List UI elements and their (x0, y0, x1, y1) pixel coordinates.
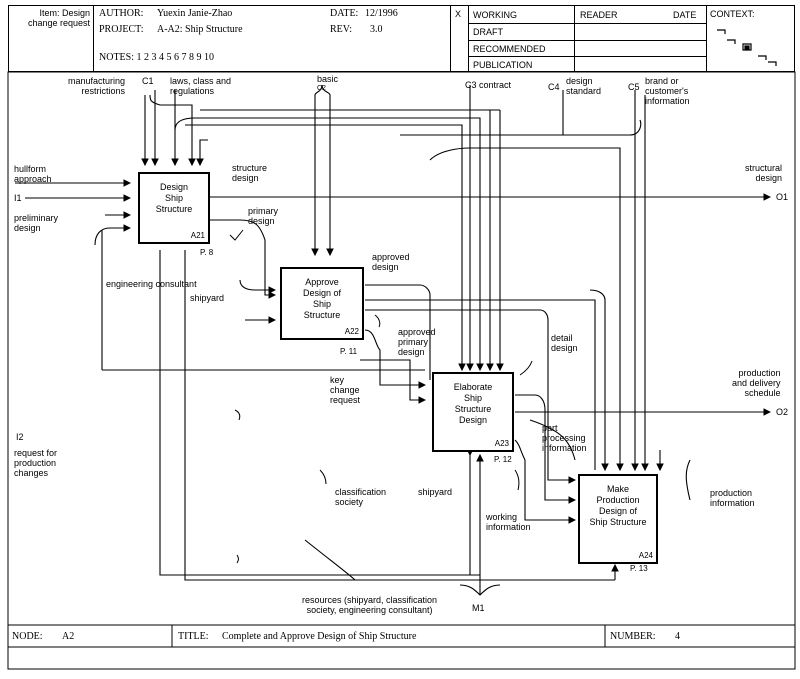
label-working-info: working information (486, 512, 531, 532)
page-ref-a22: P. 11 (340, 347, 358, 356)
label-structure-design: structure design (232, 163, 268, 183)
label-o1: O1 (776, 192, 789, 202)
status-working: WORKING (473, 10, 517, 20)
label-detail-design: detail design (551, 333, 578, 353)
label-o2: O2 (776, 407, 789, 417)
context-label: CONTEXT: (710, 9, 755, 19)
label-approved-primary: approved primary design (398, 327, 436, 357)
footer-node-label: NODE: (12, 631, 43, 642)
activity-box-a21[interactable]: Design Ship Structure A21 (138, 172, 210, 244)
footer-title-label: TITLE: (178, 631, 209, 642)
label-i1: I1 (14, 193, 22, 203)
label-classification: classification society (335, 487, 387, 507)
label-shipyard-1: shipyard (190, 293, 225, 303)
activity-box-a24[interactable]: Make Production Design of Ship Structure… (578, 474, 658, 564)
page-ref-a21: P. 8 (200, 248, 214, 257)
header-divider-5 (706, 5, 707, 72)
label-request-changes: request for production changes (14, 448, 58, 478)
label-approved-design: approved design (372, 252, 410, 272)
label-manufacturing: manufacturing restrictions (68, 76, 126, 96)
header-divider-3 (468, 5, 469, 72)
footer-number-value: 4 (675, 631, 680, 642)
activity-number-a24: A24 (638, 551, 653, 560)
label-c2: C2 (317, 85, 326, 92)
status-publication: PUBLICATION (473, 60, 533, 70)
header-divider-4 (574, 5, 575, 72)
header-divider-2 (450, 5, 451, 72)
node-note: Item: Design change request (27, 8, 90, 28)
date2-label: DATE (673, 10, 697, 20)
label-design-standard: design standard (566, 76, 602, 96)
label-primary-design: primary design (248, 206, 279, 226)
status-recommended: RECOMMENDED (473, 44, 546, 54)
label-c3: C3 contract (465, 80, 512, 90)
label-c1: C1 (142, 76, 154, 86)
label-structural-design-out: structural design (745, 163, 783, 183)
status-row-3 (468, 56, 706, 57)
label-laws: laws, class and regulations (170, 76, 232, 96)
label-preliminary: preliminary design (14, 213, 59, 233)
label-hullform: hullform approach (14, 164, 52, 184)
used-at: X (455, 9, 462, 19)
footer-title-value: Complete and Approve Design of Ship Stru… (222, 631, 417, 642)
label-basic: basic (317, 74, 339, 84)
activity-label-a23: Elaborate Ship Structure Design (453, 382, 493, 425)
author-value: Yuexin Janie-Zhao (157, 8, 233, 19)
activity-number-a21: A21 (190, 231, 205, 240)
reader-label: READER (580, 10, 618, 20)
notes: NOTES: 1 2 3 4 5 6 7 8 9 10 (99, 52, 214, 63)
activity-number-a23: A23 (494, 439, 509, 448)
activity-number-a22: A22 (344, 327, 359, 336)
header-divider-1 (93, 5, 94, 72)
page-ref-a24: P. 13 (630, 564, 648, 573)
rev-label: REV: (330, 24, 353, 35)
project-label: PROJECT: (99, 24, 144, 35)
date-label: DATE: (330, 8, 359, 19)
project-value: A-A2: Ship Structure (157, 24, 243, 35)
label-i2: I2 (16, 432, 24, 442)
label-c4: C4 (548, 82, 560, 92)
label-engineering: engineering consultant (106, 279, 197, 289)
label-brand: brand or customer's information (645, 76, 690, 106)
author-label: AUTHOR: (99, 8, 144, 19)
footer-node-value: A2 (62, 631, 75, 642)
footer-number-label: NUMBER: (610, 631, 656, 642)
label-shipyard-2: shipyard (418, 487, 453, 497)
label-m1: M1 (472, 603, 485, 613)
status-row-2 (468, 40, 706, 41)
label-production-info: production information (710, 488, 755, 508)
status-row-1 (468, 23, 706, 24)
label-c5: C5 (628, 82, 640, 92)
activity-box-a23[interactable]: Elaborate Ship Structure Design A23 (432, 372, 514, 452)
label-part-info: part processing information (542, 423, 587, 453)
activity-label-a24: Make Production Design of Ship Structure (589, 484, 647, 527)
label-key-change: key change request (330, 375, 361, 405)
date-value: 12/1996 (365, 8, 398, 19)
label-production-schedule: production and delivery schedule (732, 368, 781, 398)
status-draft: DRAFT (473, 27, 503, 37)
activity-label-a22: Approve Design of Ship Structure (302, 277, 342, 320)
activity-label-a21: Design Ship Structure (155, 182, 193, 214)
label-mechanisms: resources (shipyard, classification soci… (302, 595, 438, 615)
page-ref-a23: P. 12 (494, 455, 512, 464)
activity-box-a22[interactable]: Approve Design of Ship Structure A22 (280, 267, 364, 340)
rev-value: 3.0 (370, 24, 383, 35)
context-icon (717, 29, 777, 66)
